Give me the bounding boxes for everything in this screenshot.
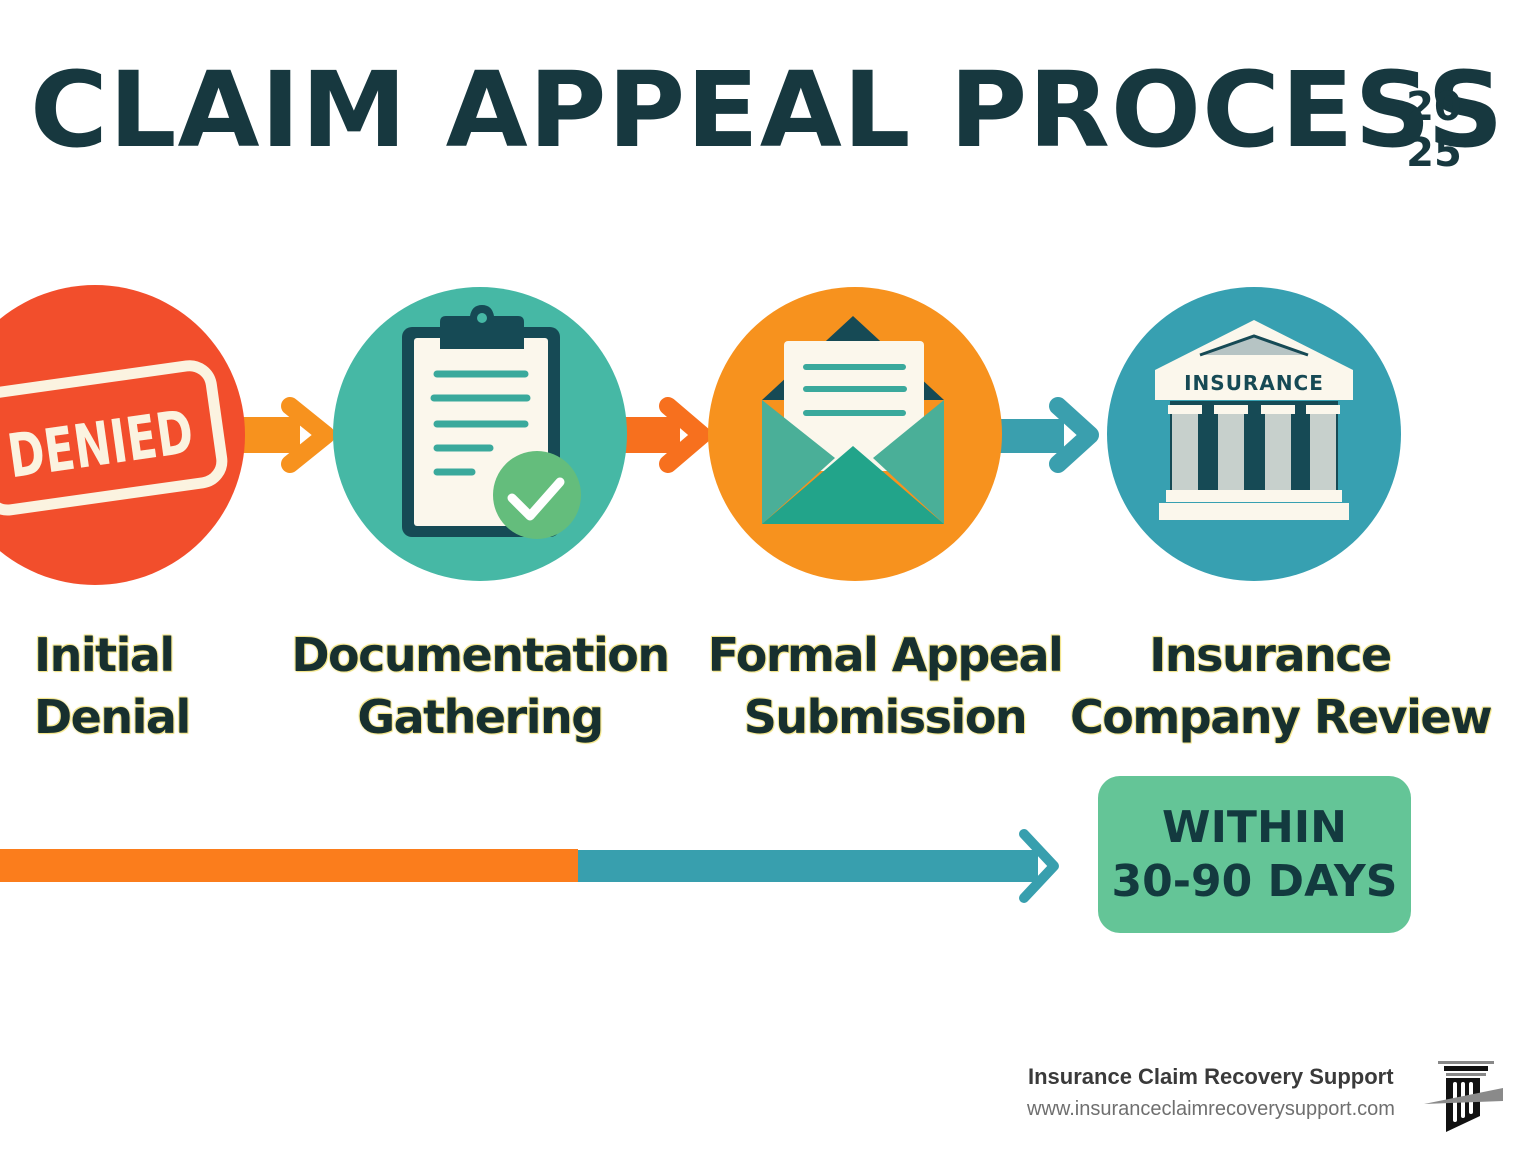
page-title: CLAIM APPEAL PROCESS: [30, 49, 1505, 171]
step-circle-documentation: [333, 287, 627, 581]
step-label-line2: Denial: [34, 690, 191, 744]
step-label-documentation: Documentation Gathering: [280, 624, 680, 748]
step-label-line1: Initial: [34, 628, 175, 682]
envelope-letter-icon: [762, 316, 944, 524]
timeframe-badge: WITHIN 30-90 DAYS: [1098, 776, 1411, 933]
step-label-insurance-review: Insurance Company Review: [1070, 624, 1493, 748]
building-sign-text: INSURANCE: [1184, 371, 1324, 395]
step-label-line1: Documentation: [291, 628, 670, 682]
timeline-arrow: [0, 829, 1059, 903]
step-circle-insurance-review: INSURANCE: [1107, 287, 1401, 581]
year-label: 20 25: [1402, 84, 1466, 176]
step-label-formal-appeal: Formal Appeal Submission: [690, 624, 1080, 748]
connector-arrow-3: [998, 397, 1099, 473]
badge-line1: WITHIN: [1162, 801, 1347, 853]
footer-company-name: Insurance Claim Recovery Support: [1028, 1064, 1394, 1089]
year-top: 20: [1406, 84, 1462, 130]
step-label-line2: Submission: [743, 690, 1028, 744]
step-circle-formal-appeal: [708, 287, 1002, 581]
step-label-line1: Formal Appeal: [707, 628, 1064, 682]
footer-website-link[interactable]: www.insuranceclaimrecoverysupport.com: [1027, 1098, 1395, 1120]
connector-arrow-2: [620, 397, 711, 473]
connector-arrow-1: [240, 397, 335, 473]
timeline-segment-orange: [0, 849, 578, 882]
timeline-segment-teal: [578, 850, 1038, 882]
badge-line2: 30-90 DAYS: [1111, 855, 1398, 907]
step-label-line2: Gathering: [357, 690, 604, 744]
step-label-line1: Insurance: [1149, 628, 1392, 682]
step-circle-initial-denial: DENIED: [0, 285, 245, 585]
year-bottom: 25: [1406, 130, 1462, 176]
insurance-building-icon: INSURANCE: [1155, 320, 1353, 520]
step-label-line2: Company Review: [1070, 690, 1493, 744]
column-pillar-logo-icon: [1424, 1061, 1503, 1132]
clipboard-check-icon: [402, 305, 581, 539]
timeline-arrowhead: [1019, 829, 1059, 903]
step-label-initial-denial: Initial Denial: [0, 624, 210, 748]
